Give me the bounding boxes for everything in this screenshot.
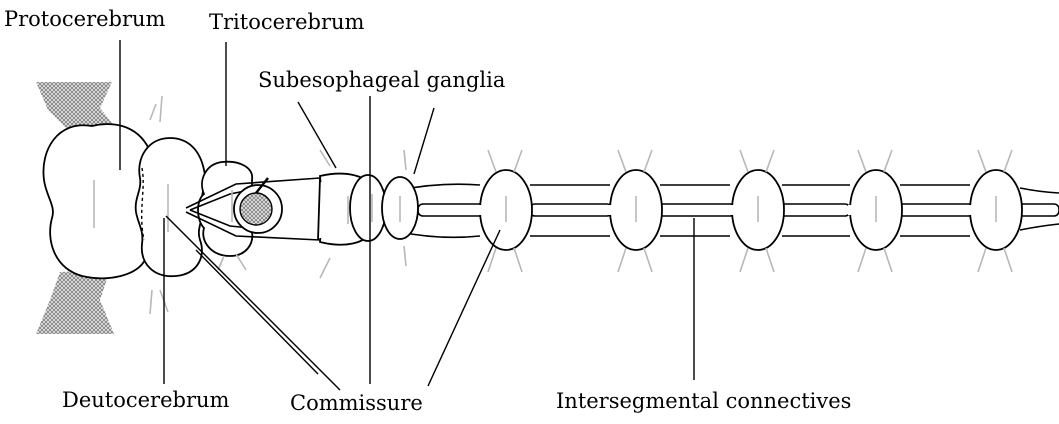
optic-lobe-bottom xyxy=(36,270,114,334)
leader-subeso-right xyxy=(414,108,434,174)
label-commissure: Commissure xyxy=(290,393,423,414)
optic-lobe-top xyxy=(36,82,116,130)
label-subesophageal-ganglia: Subesophageal ganglia xyxy=(258,70,505,91)
label-deutocerebrum: Deutocerebrum xyxy=(62,390,229,411)
leader-subeso-left xyxy=(298,102,336,168)
label-intersegmental-connectives: Intersegmental connectives xyxy=(556,391,851,412)
deutocerebrum-shape xyxy=(136,138,205,276)
leader-commissure-3 xyxy=(428,230,500,386)
subesophageal-ganglia xyxy=(318,174,418,245)
leader-commissure-2 xyxy=(196,250,318,374)
label-tritocerebrum: Tritocerebrum xyxy=(209,12,364,33)
leader-commissure-1 xyxy=(166,216,340,390)
label-protocerebrum: Protocerebrum xyxy=(4,9,165,30)
